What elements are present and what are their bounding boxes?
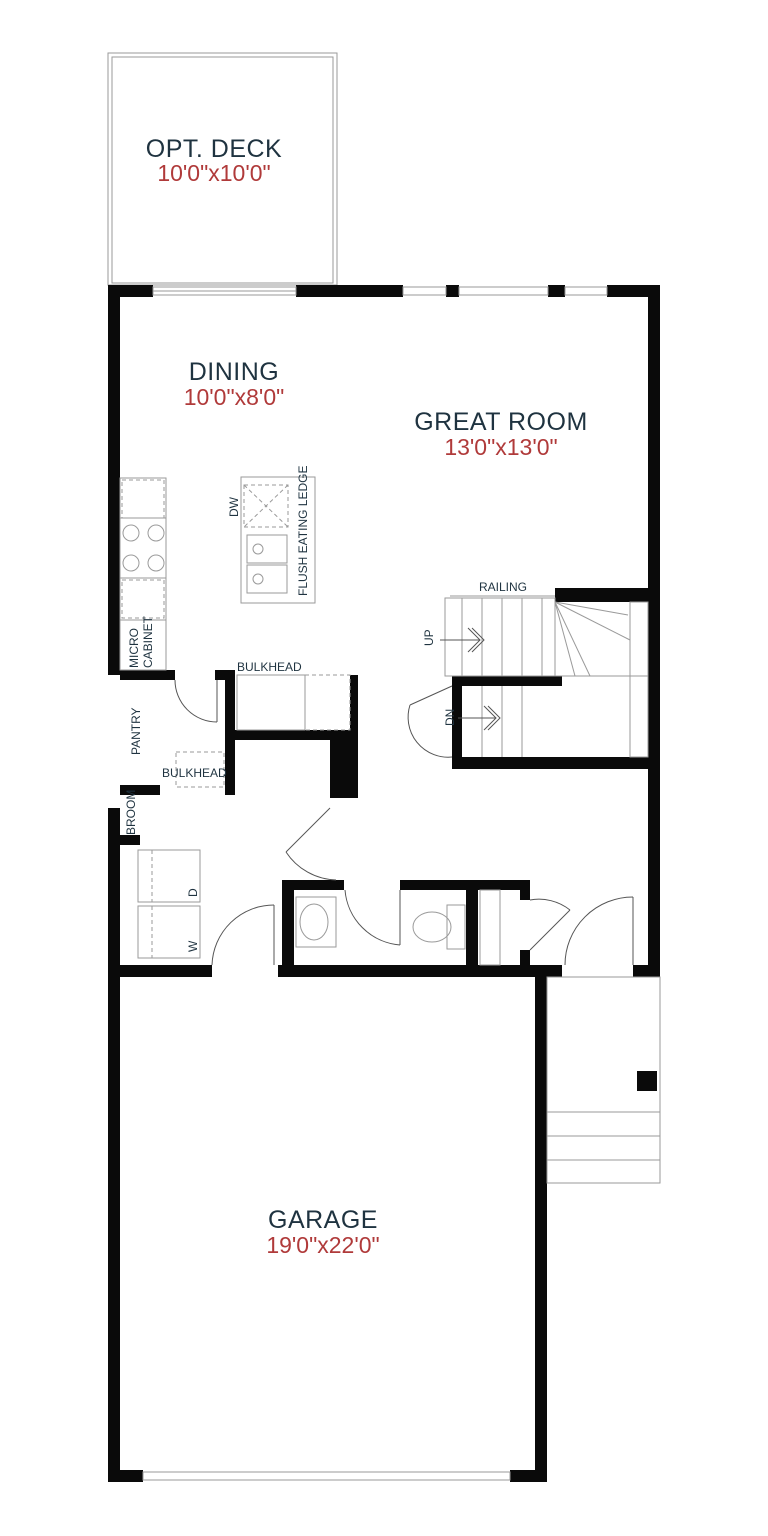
dining-name: DINING	[189, 358, 280, 386]
micro-label: MICRO	[127, 628, 141, 668]
exterior-walls	[108, 285, 660, 1482]
bulkhead-bottom-label: BULKHEAD	[162, 766, 227, 780]
dn-label: DN	[443, 709, 457, 726]
laundry-appliances	[137, 849, 201, 959]
dw-label: DW	[227, 496, 241, 517]
windows	[142, 286, 608, 1481]
flush-ledge-label: FLUSH EATING LEDGE	[296, 466, 310, 596]
powder-room-fixtures	[295, 889, 501, 966]
up-label: UP	[422, 629, 436, 646]
deck-outline	[107, 52, 338, 286]
interior-walls	[120, 588, 660, 977]
kitchen-fixtures	[119, 476, 351, 788]
dryer-label: D	[186, 888, 200, 897]
cabinet-label: CABINET	[141, 615, 155, 668]
garage-dim: 19'0"x22'0"	[266, 1232, 379, 1258]
entry-steps	[546, 976, 661, 1184]
dining-dim: 10'0"x8'0"	[184, 384, 285, 410]
great-room-dim: 13'0"x13'0"	[444, 434, 557, 460]
deck-dim: 10'0"x10'0"	[157, 160, 270, 186]
railing-label: RAILING	[479, 580, 527, 594]
doors	[174, 679, 634, 966]
broom-label: BROOM	[124, 790, 138, 835]
washer-label: W	[186, 940, 200, 952]
pantry-label: PANTRY	[129, 707, 143, 755]
deck-name: OPT. DECK	[146, 135, 282, 163]
great-room-name: GREAT ROOM	[414, 408, 588, 436]
staircase	[440, 595, 649, 758]
garage-name: GARAGE	[268, 1206, 378, 1234]
bulkhead-top-label: BULKHEAD	[237, 660, 302, 674]
